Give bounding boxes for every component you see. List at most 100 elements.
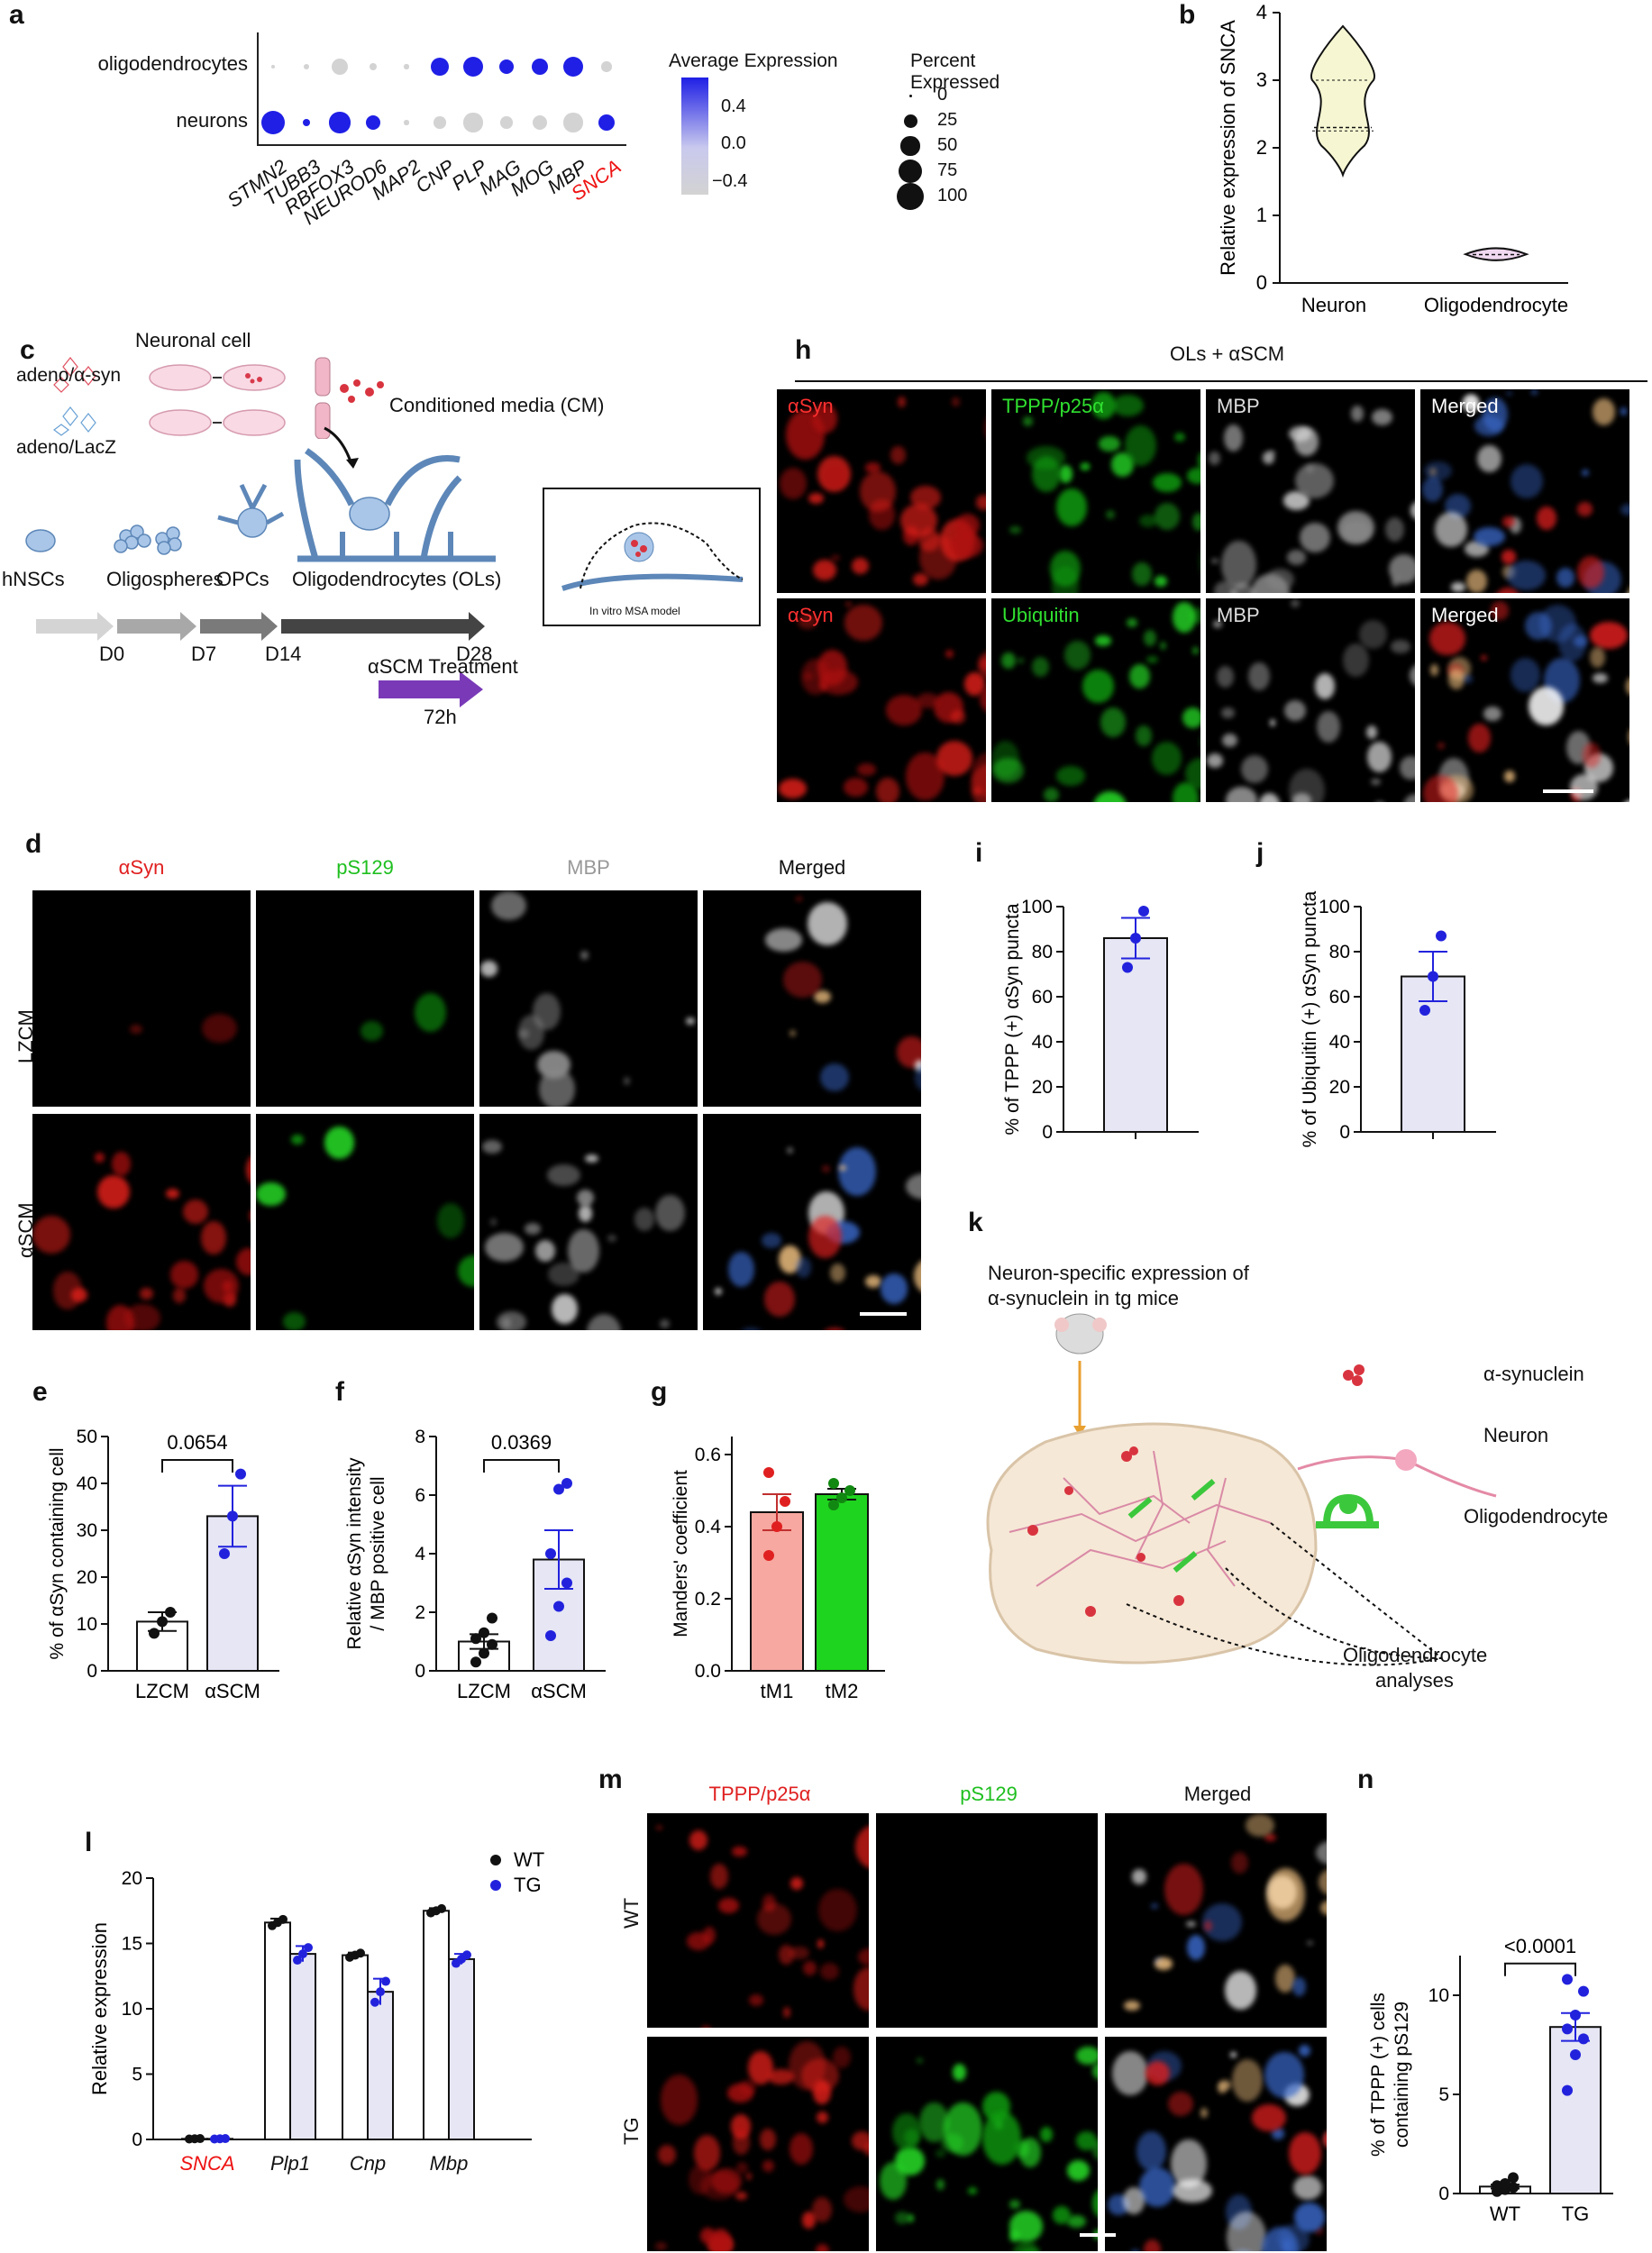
cell-signal: [1264, 1833, 1277, 1841]
bar: [1103, 937, 1168, 1133]
cell-signal: [808, 1215, 843, 1259]
cell-signal: [950, 532, 983, 558]
cell-signal: [768, 2068, 794, 2085]
cell-signal: [864, 462, 881, 473]
cell-signal: [1318, 1867, 1327, 1897]
cell-signal: [798, 613, 817, 629]
cell-signal: [1391, 640, 1410, 654]
m-micro-red: [647, 2037, 869, 2251]
cell-signal: [324, 1126, 354, 1159]
cell-signal: [1080, 462, 1091, 471]
cell-signal: [1593, 672, 1608, 684]
day-d7: D7: [191, 643, 217, 665]
cell-signal: [1218, 2083, 1228, 2093]
cell-signal: [1510, 658, 1540, 692]
panel-label-d: d: [25, 829, 42, 859]
cell-signal: [1145, 655, 1159, 664]
data-point: [1428, 971, 1438, 982]
bar: [264, 1921, 291, 2140]
d-micro-gray: [479, 1114, 698, 1330]
cell-signal: [1245, 1813, 1274, 1838]
cell-signal: [235, 1247, 251, 1276]
cell-signal: [1092, 2136, 1098, 2163]
cell-signal: [760, 2129, 777, 2151]
cell-signal: [816, 2243, 829, 2251]
cell-signal: [1264, 2051, 1304, 2099]
cell-signal: [1230, 1852, 1248, 1874]
data-point: [221, 2134, 230, 2144]
cell-signal: [585, 1154, 599, 1163]
panel-m-grid: [647, 1813, 1334, 2253]
y-tick-label: 100: [1021, 897, 1053, 917]
micro-label: TPPP/p25α: [1002, 395, 1104, 417]
cell-signal: [1314, 673, 1335, 700]
cell-signal: [1182, 707, 1200, 729]
h-micro-red: αSyn: [777, 389, 986, 593]
cell-signal: [748, 2050, 773, 2084]
cell-signal: [1211, 558, 1218, 563]
y-tick-label: 10: [1428, 1985, 1449, 2006]
cell-signal: [1136, 725, 1152, 746]
treatment-label: αSCM Treatment: [368, 655, 518, 678]
cell-signal: [1220, 707, 1236, 718]
cell-signal: [894, 2211, 910, 2224]
cell-signal: [1282, 491, 1310, 510]
cell-signal: [1372, 408, 1392, 425]
cell-signal: [1511, 464, 1543, 498]
cell-signal: [819, 1963, 840, 1981]
cell-signal: [1307, 1940, 1313, 1946]
data-point: [828, 1478, 839, 1489]
cell-signal: [952, 397, 960, 407]
cell-signal: [711, 2167, 742, 2194]
cell-signal: [1159, 641, 1166, 650]
cell-signal: [1581, 469, 1590, 477]
cell-signal: [1506, 390, 1513, 397]
cell-signal: [548, 1262, 580, 1287]
size-legend-dot: [899, 160, 922, 183]
cell-signal: [802, 2212, 816, 2230]
cell-signal: [458, 1254, 474, 1287]
cell-signal: [1229, 2052, 1237, 2057]
m-col-header: TPPP/p25α: [708, 1783, 811, 1805]
cell-signal: [1044, 788, 1060, 802]
d-micro-merge: [703, 890, 921, 1107]
p-value: 0.0369: [491, 1431, 552, 1454]
cell-signal: [1576, 502, 1593, 516]
bar: [448, 1957, 475, 2140]
cell-signal: [1625, 674, 1629, 698]
m-micro-merge: [1105, 2037, 1327, 2251]
cell-signal: [953, 2064, 967, 2081]
cell-signal: [916, 2058, 923, 2064]
expression-dot: [463, 113, 483, 132]
cell-signal: [1164, 1863, 1204, 1915]
cell-signal: [984, 408, 986, 448]
cell-signal: [936, 2148, 946, 2157]
cell-signal: [1144, 629, 1156, 646]
cell-signal: [660, 2074, 698, 2125]
cell-signal: [709, 1864, 728, 1889]
y-axis-label: Relative αSyn intensity: [344, 1457, 365, 1649]
expression-dot: [303, 63, 310, 70]
expression-dot: [365, 114, 381, 131]
cell-signal: [1076, 2131, 1097, 2150]
cell-signal: [1226, 787, 1257, 802]
expression-dot: [329, 112, 351, 133]
cell-signal: [1287, 550, 1307, 565]
expression-dot: [434, 116, 446, 129]
cell-signal: [980, 685, 986, 714]
cell-signal: [1492, 588, 1523, 593]
cell-signal: [1187, 468, 1200, 484]
cell-signal: [580, 951, 589, 960]
data-point: [1419, 1005, 1430, 1016]
x-tick-label: Neuron: [1301, 294, 1366, 316]
y-tick-label: 100: [1319, 897, 1350, 917]
cell-signal: [1371, 778, 1382, 786]
bar: [342, 1954, 369, 2140]
cell-signal: [1293, 427, 1319, 456]
cell-signal: [1092, 791, 1127, 802]
cell-signal: [1576, 555, 1604, 588]
cell-signal: [1172, 782, 1199, 802]
k-title-line1: Neuron-specific expression of: [988, 1262, 1249, 1284]
violin-oligodendrocyte: [1463, 247, 1529, 261]
